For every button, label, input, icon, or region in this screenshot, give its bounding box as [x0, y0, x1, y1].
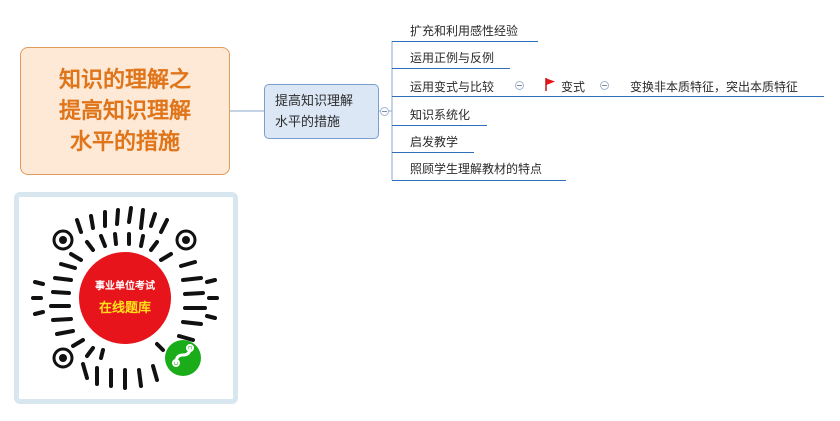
variant-topic[interactable]: 变式	[561, 80, 586, 94]
variant-collapse-toggle[interactable]	[600, 81, 609, 90]
leaf-topic[interactable]: 照顾学生理解教材的特点	[410, 162, 543, 176]
leaf-topic[interactable]: 启发教学	[410, 135, 459, 149]
qr-center-badge	[79, 252, 171, 344]
branch-topic-line2: 水平的措施	[275, 115, 341, 130]
leaf-underline	[392, 96, 824, 97]
root-topic-line2: 提高知识理解	[58, 98, 191, 124]
root-topic-line1: 知识的理解之	[58, 67, 191, 93]
branch-topic[interactable]: 提高知识理解 水平的措施	[264, 84, 379, 139]
leaf-topic[interactable]: 运用变式与比较	[410, 80, 495, 94]
qr-code-image	[31, 206, 219, 390]
mini-program-icon	[165, 340, 201, 376]
leaf-topic[interactable]: 扩充和利用感性经验	[410, 24, 519, 38]
leaf-underline	[392, 125, 487, 126]
leaf-underline	[392, 180, 566, 181]
branch-collapse-toggle[interactable]	[380, 107, 389, 116]
leaf-topic[interactable]: 运用正例与反例	[410, 51, 495, 65]
root-topic-line3: 水平的措施	[69, 129, 180, 155]
leaf-collapse-toggle[interactable]	[515, 81, 524, 90]
branch-topic-line1: 提高知识理解	[275, 94, 354, 109]
qr-badge-line2: 在线题库	[98, 301, 151, 316]
qr-badge-line1: 事业单位考试	[95, 281, 155, 292]
root-topic[interactable]: 知识的理解之 提高知识理解 水平的措施	[20, 47, 230, 175]
leaf-underline	[392, 41, 538, 42]
variant-detail-topic[interactable]: 变换非本质特征，突出本质特征	[630, 80, 799, 94]
leaf-underline	[392, 152, 474, 153]
red-flag-icon	[545, 78, 555, 91]
leaf-underline	[392, 68, 510, 69]
leaf-topic[interactable]: 知识系统化	[410, 108, 471, 122]
